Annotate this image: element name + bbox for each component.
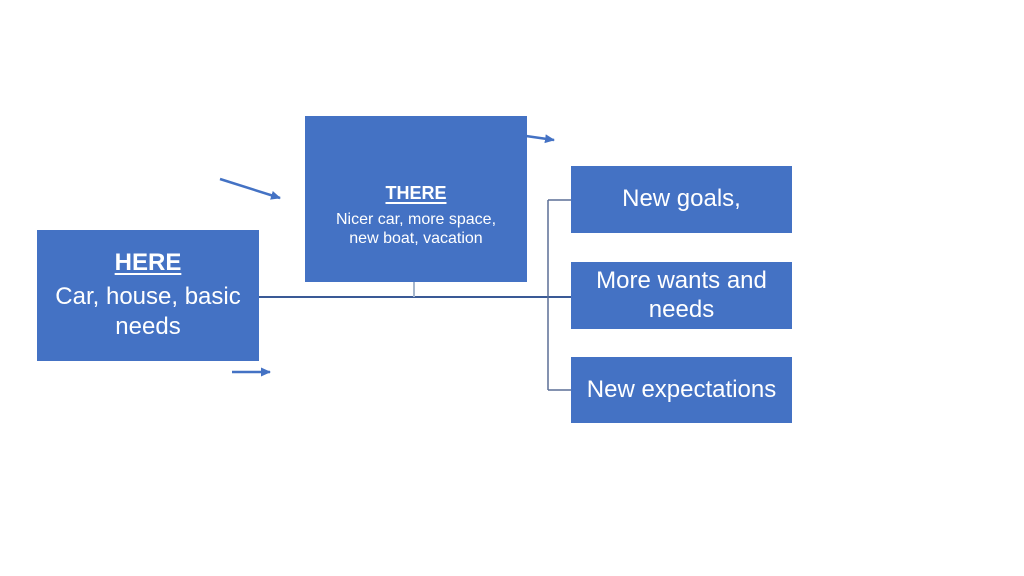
outcome-box-more-wants-and-needs[interactable]: More wants and needs <box>571 262 792 329</box>
there-box-body: Nicer car, more space, new boat, vacatio… <box>335 211 497 247</box>
here-box-body: Car, house, basic needs <box>55 283 241 340</box>
arrow-out-of-there-icon <box>525 134 555 144</box>
here-box[interactable]: HERE Car, house, basic needs <box>37 230 259 361</box>
outcome-box-label: New goals, <box>622 185 741 213</box>
outcome-box-new-expectations[interactable]: New expectations <box>571 357 792 423</box>
here-box-title: HERE <box>114 249 182 277</box>
outcome-box-new-goals[interactable]: New goals, <box>571 166 792 233</box>
there-box[interactable]: THERE Nicer car, more space, new boat, v… <box>305 116 527 282</box>
there-box-title: THERE <box>385 183 447 204</box>
arrow-into-there-icon <box>219 177 281 200</box>
outcome-box-label: New expectations <box>586 375 777 403</box>
outcome-box-label: More wants and needs <box>596 266 767 323</box>
